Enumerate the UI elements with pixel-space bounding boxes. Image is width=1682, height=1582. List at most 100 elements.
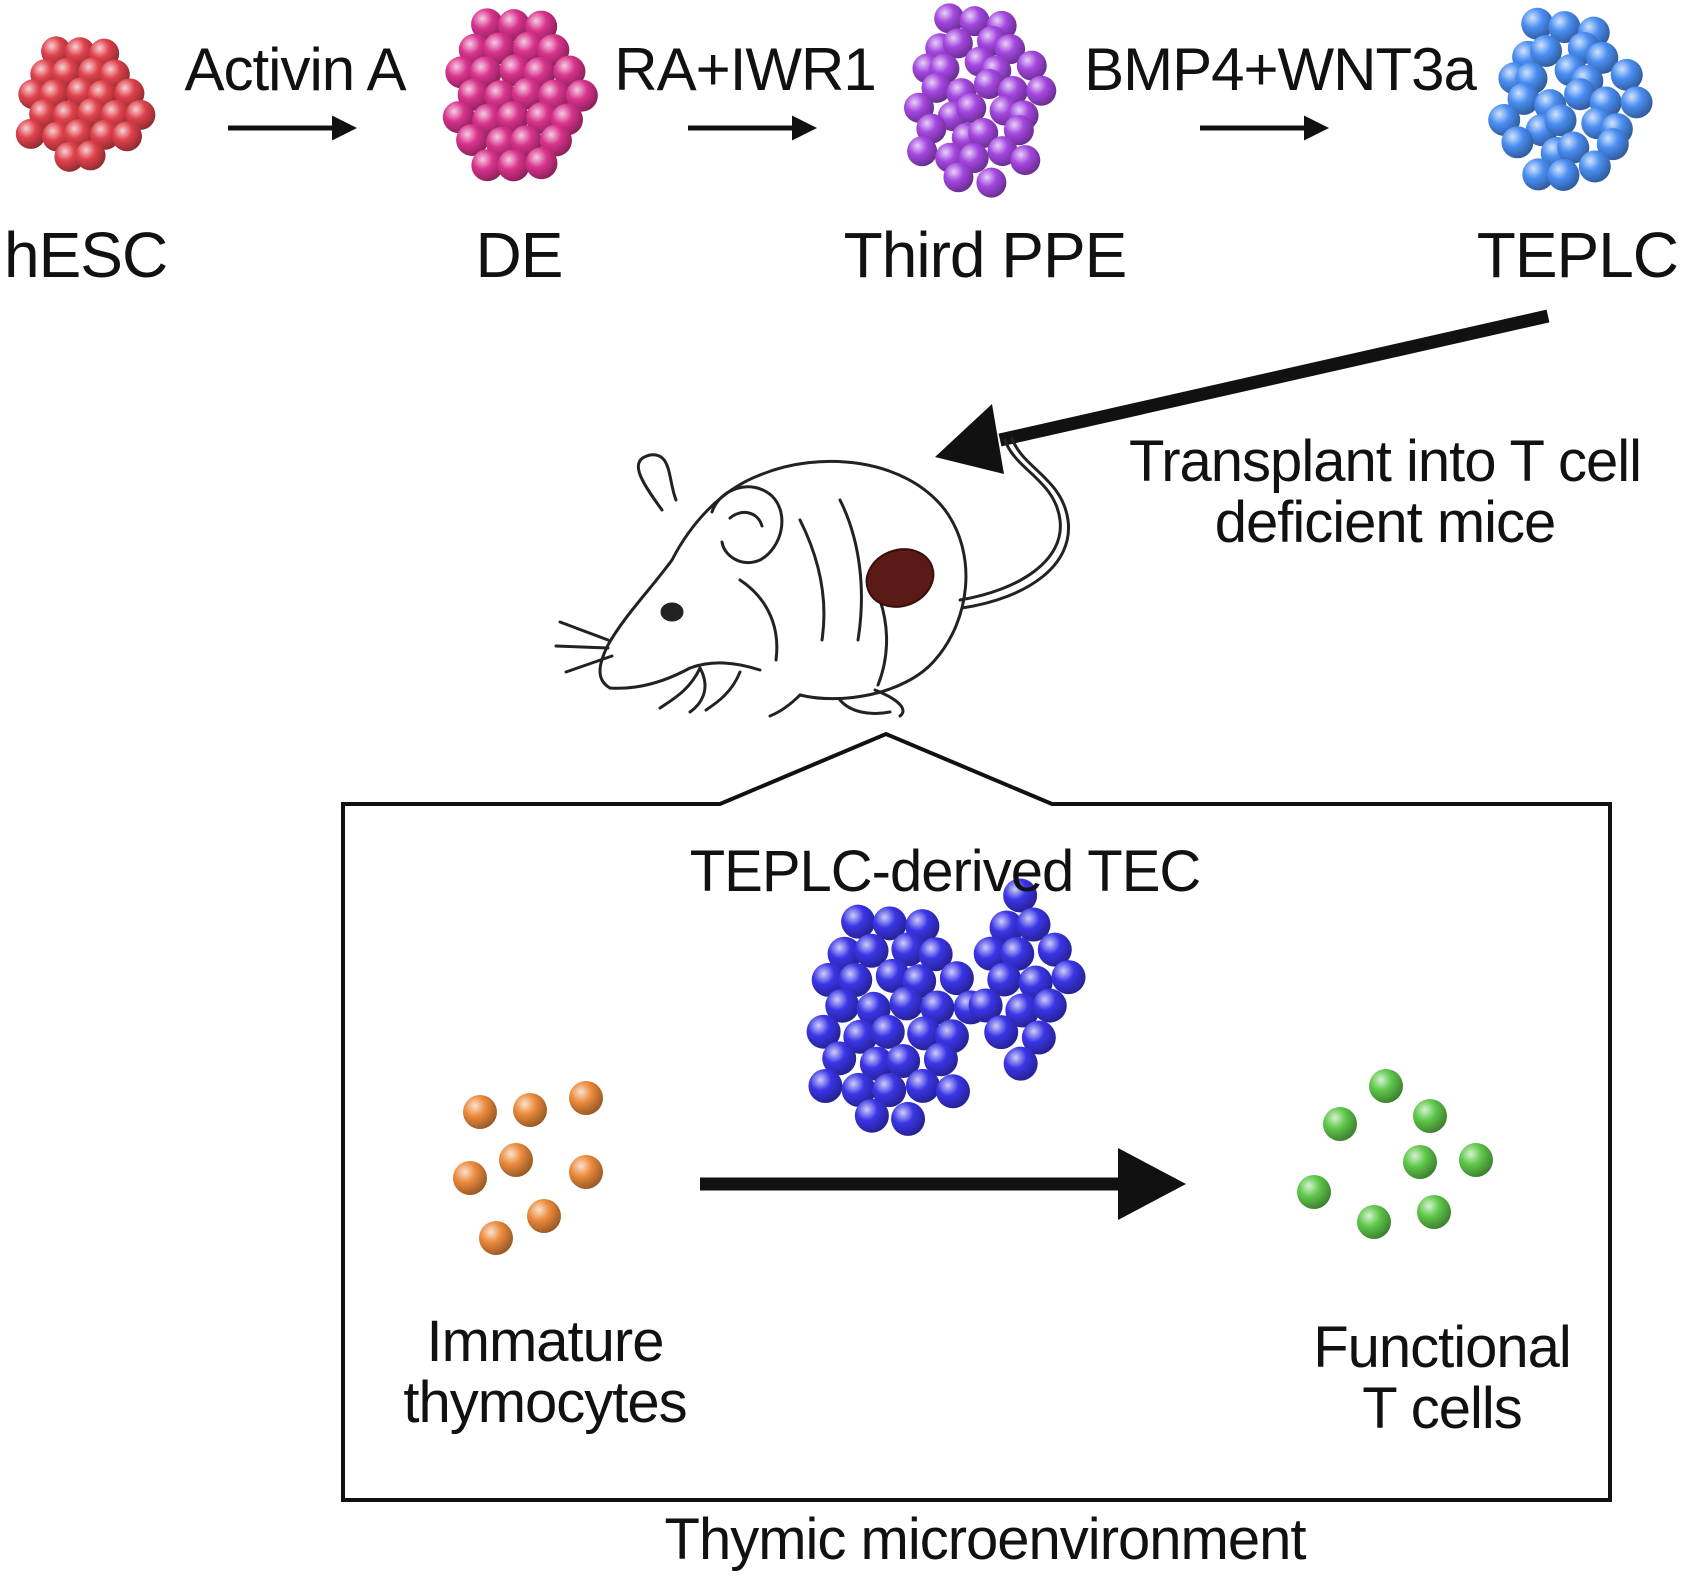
- de-cell: [496, 101, 529, 134]
- tec-cell: [825, 988, 860, 1023]
- de-cell: [511, 77, 544, 110]
- third-ppe-cell: [1026, 75, 1057, 106]
- third-ppe-cell: [943, 162, 974, 193]
- immature-thymocyte-cells: [453, 1081, 603, 1255]
- tec-cell: [968, 988, 1003, 1023]
- teplc-cell: [1564, 78, 1597, 111]
- functional-t-cell: [1323, 1107, 1357, 1141]
- teplc-cell: [1507, 82, 1540, 115]
- teplc-cell: [1521, 7, 1554, 40]
- de-cell: [471, 149, 504, 182]
- de-cell: [497, 149, 530, 182]
- tec-cell: [811, 962, 846, 997]
- third-ppe-cell: [921, 72, 952, 103]
- maturation-arrow: [700, 1148, 1186, 1220]
- immature-thymocyte-cell: [527, 1199, 561, 1233]
- tec-cell: [875, 958, 910, 993]
- tec-cell: [1003, 1046, 1038, 1081]
- immature-thymocyte-cell: [569, 1155, 603, 1189]
- teplc-cell: [1548, 11, 1581, 44]
- immature-thymocytes-label: Immature thymocytes: [403, 1311, 687, 1435]
- functional-t-cell: [1297, 1175, 1331, 1209]
- third-ppe-cell: [942, 28, 973, 59]
- kidney-transplant-site: [865, 548, 935, 608]
- functional-t-cells-label: Functional T cells: [1313, 1315, 1572, 1441]
- functional-t-cell: [1369, 1069, 1403, 1103]
- third-ppe-cell: [995, 34, 1026, 65]
- tec-cell: [838, 962, 873, 997]
- third-ppe-cell: [1010, 145, 1041, 176]
- teplc-cell: [1620, 86, 1653, 119]
- third-ppe-cell: [907, 136, 938, 167]
- tec-cell: [843, 1019, 878, 1054]
- hesc-cell: [111, 121, 142, 152]
- teplc-cell: [1547, 158, 1580, 191]
- teplc-cell: [1530, 34, 1563, 67]
- functional-t-cell: [1403, 1145, 1437, 1179]
- mouse-icon: [554, 436, 1070, 718]
- tec-cell: [918, 937, 953, 972]
- tec-cell: [891, 932, 926, 967]
- tec-cell-cluster: [806, 878, 1086, 1136]
- de-cell: [525, 147, 558, 180]
- tec-cell: [859, 1046, 894, 1081]
- functional-label-line1: Functional: [1313, 1315, 1572, 1380]
- teplc-cell: [1578, 150, 1611, 183]
- functional-t-cell: [1357, 1205, 1391, 1239]
- tec-cell: [891, 1101, 926, 1136]
- teplc-cell: [1610, 58, 1643, 91]
- reagent-label-bmp4-wnt3a: BMP4+WNT3a: [1084, 36, 1477, 103]
- third-ppe-cell: [959, 6, 990, 37]
- tec-cell: [1016, 907, 1051, 942]
- functional-t-cell: [1459, 1143, 1493, 1177]
- tec-label: TEPLC-derived TEC: [689, 839, 1202, 904]
- tec-cell: [841, 1072, 876, 1107]
- tec-cell: [841, 904, 876, 939]
- tec-cell: [1005, 993, 1040, 1028]
- thymic-microenvironment-box: [341, 731, 1612, 1502]
- tec-cell: [870, 1014, 905, 1049]
- third-ppe-cell: [987, 136, 1018, 167]
- tec-cell: [808, 1068, 843, 1103]
- teplc-cell: [1501, 126, 1534, 159]
- third-ppe-cell: [976, 167, 1007, 198]
- third-ppe-cell: [934, 3, 965, 34]
- tec-cell: [886, 1043, 921, 1078]
- transplant-label-line1: Transplant into T cell: [1128, 429, 1642, 494]
- third-ppe-cell: [956, 92, 987, 123]
- stage-label-teplc: TEPLC: [1476, 219, 1679, 291]
- hesc-cell: [75, 140, 106, 171]
- reagent-label-activin-a: Activin A: [184, 36, 406, 103]
- tec-cell: [923, 1042, 958, 1077]
- tec-cell: [984, 1015, 1019, 1050]
- immature-thymocyte-cell: [453, 1161, 487, 1195]
- functional-t-cell: [1413, 1099, 1447, 1133]
- immature-thymocyte-cell: [463, 1095, 497, 1129]
- third-ppe-cell: [1016, 50, 1047, 81]
- hesc-cell-cluster: [15, 36, 156, 172]
- teplc-cell: [1586, 41, 1619, 74]
- tec-cell: [872, 1073, 907, 1108]
- stage-label-third-ppe: Third PPE: [843, 219, 1128, 291]
- de-cell: [539, 124, 572, 157]
- immature-thymocyte-cell: [479, 1221, 513, 1255]
- functional-t-cells: [1297, 1069, 1493, 1239]
- immature-label-line2: thymocytes: [403, 1369, 687, 1435]
- tec-cell: [1003, 878, 1038, 913]
- tec-cell: [1051, 960, 1086, 995]
- stage-label-de: DE: [475, 219, 564, 291]
- stage-label-hesc: hESC: [4, 219, 168, 291]
- de-cell: [456, 123, 489, 156]
- teplc-cell-cluster: [1488, 7, 1653, 191]
- de-cell: [565, 79, 598, 112]
- thymic-microenvironment-label: Thymic microenvironment: [664, 1507, 1307, 1572]
- third-ppe-cell: [1003, 115, 1034, 146]
- third-ppe-cell: [916, 113, 947, 144]
- tec-cell: [872, 906, 907, 941]
- tec-cell: [905, 1068, 940, 1103]
- de-cell: [483, 32, 516, 65]
- functional-label-line2: T cells: [1362, 1375, 1523, 1441]
- de-cell-cluster: [442, 8, 598, 182]
